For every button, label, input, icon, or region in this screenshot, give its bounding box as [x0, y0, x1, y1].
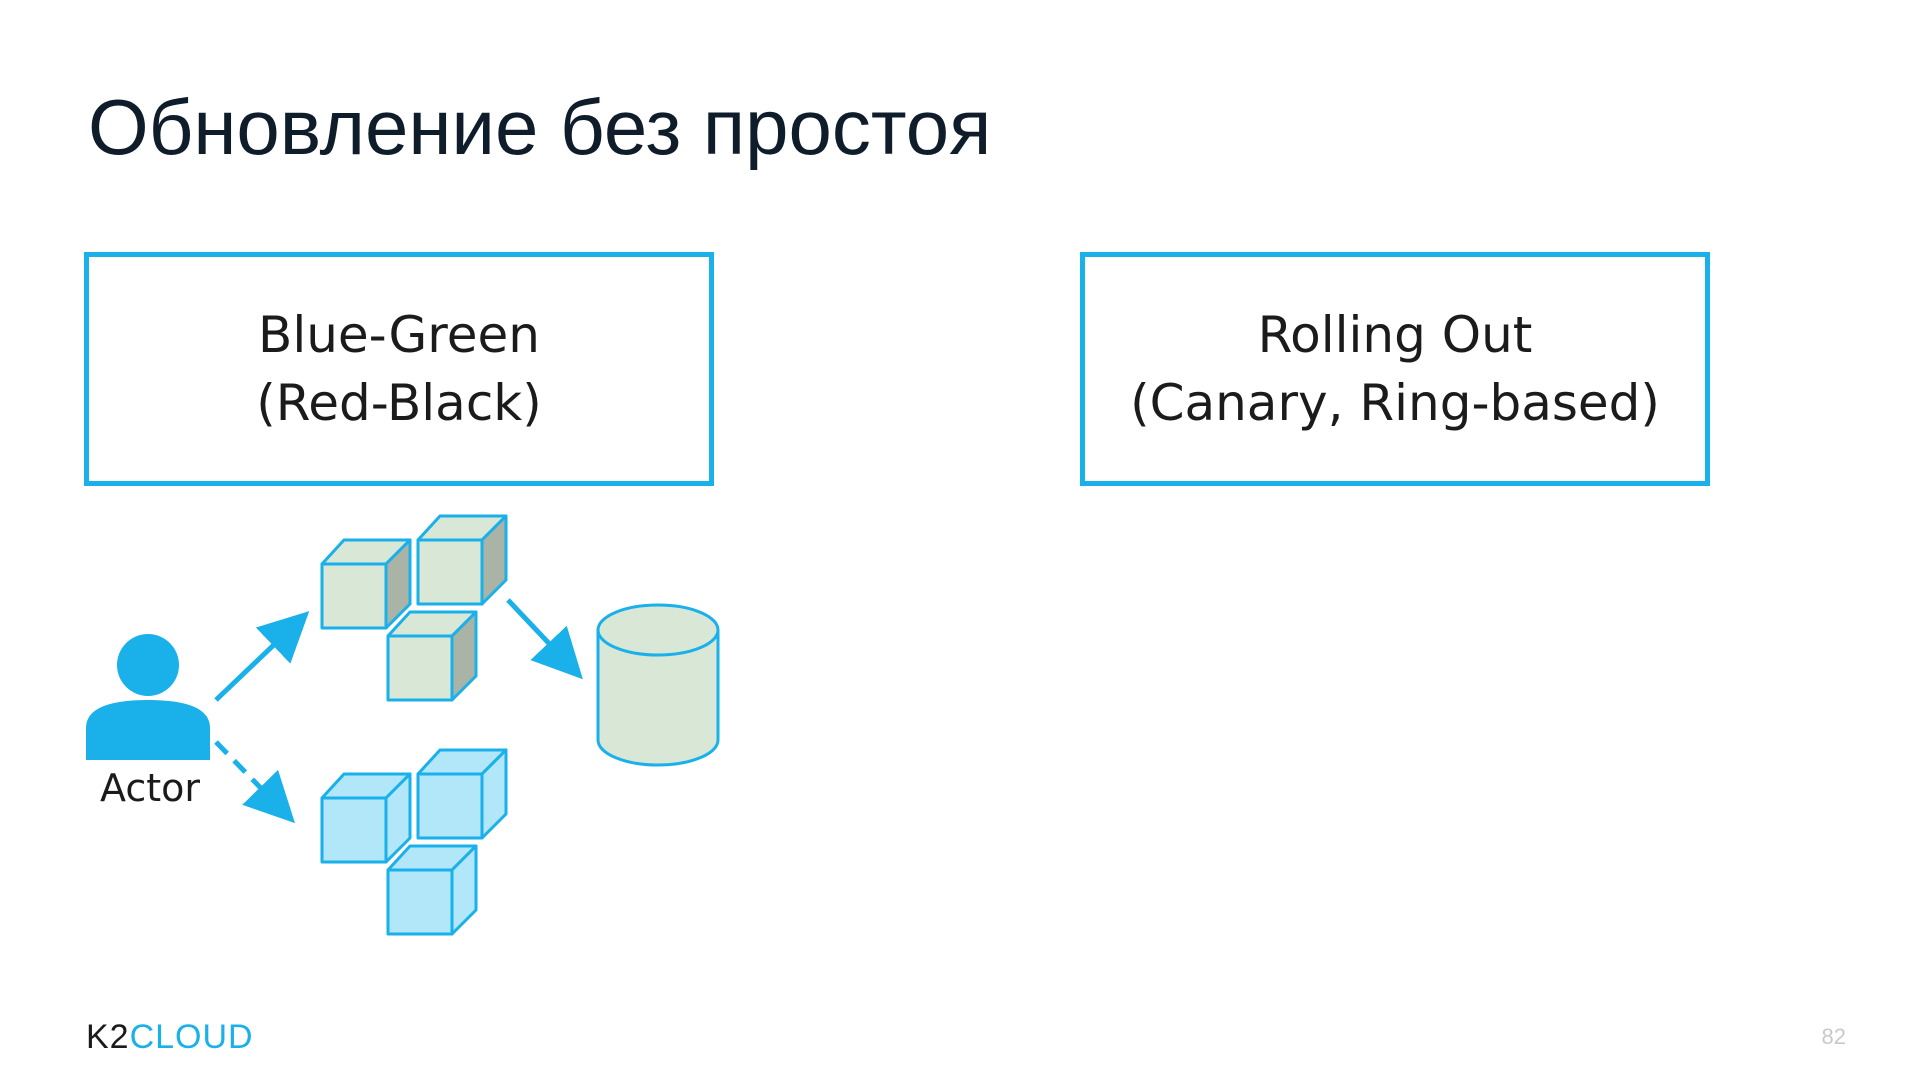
green-to-db-arrow [508, 600, 576, 672]
green-cube-icon [418, 516, 506, 604]
blue-cube-group [322, 750, 506, 934]
green-cube-icon [322, 540, 410, 628]
logo-k2-text: K2 [86, 1018, 130, 1056]
green-cube-group [322, 516, 506, 700]
logo-cloud-text: CLOUD [130, 1018, 254, 1056]
actor-to-green-arrow [216, 618, 302, 700]
blue-cube-icon [388, 846, 476, 934]
actor-to-blue-dashed-arrow [216, 742, 288, 816]
blue-cube-icon [322, 774, 410, 862]
actor-icon [86, 634, 210, 760]
k2-cloud-logo: K2CLOUD [86, 1018, 254, 1057]
green-cube-icon [388, 612, 476, 700]
database-icon [598, 605, 718, 765]
page-number: 82 [1822, 1024, 1846, 1050]
blue-cube-icon [418, 750, 506, 838]
actor-label: Actor [100, 766, 200, 810]
